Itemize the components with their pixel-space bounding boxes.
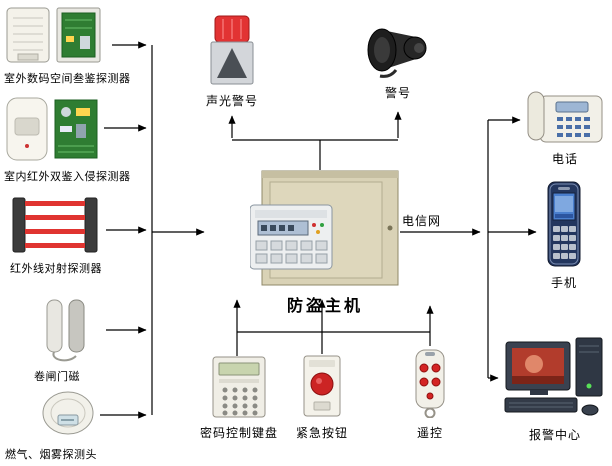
code-keypad-label: 密码控制键盘 xyxy=(199,426,279,440)
mobile-phone-image xyxy=(547,181,581,267)
alarm-host: 防盗主机 xyxy=(250,170,400,315)
horn-siren: 警号 xyxy=(366,22,430,100)
code-keypad: 密码控制键盘 xyxy=(200,356,277,440)
remote-control-label: 遥控 xyxy=(416,426,444,440)
alarm-host-image xyxy=(250,170,399,286)
alarm-center: 报警中心 xyxy=(504,336,606,442)
remote-control-image xyxy=(415,349,445,418)
outdoor-detector-image xyxy=(6,7,101,63)
panic-button: 紧急按钮 xyxy=(296,354,347,440)
alarm-center-image xyxy=(504,337,603,416)
door-magnet-image xyxy=(46,299,85,362)
beam-detector-label: 红外线对射探测器 xyxy=(10,263,102,275)
panic-button-image xyxy=(303,355,341,417)
door-magnet: 卷闸门磁 xyxy=(34,298,98,383)
indoor-detector: 室内红外双鉴入侵探测器 xyxy=(4,96,130,183)
strobe-siren: 声光警号 xyxy=(206,14,257,108)
alarm-host-title: 防盗主机 xyxy=(286,298,364,315)
beam-detector: 红外线对射探测器 xyxy=(10,196,102,275)
telecom-network-label: 电信网 xyxy=(402,214,442,228)
mobile-phone-label: 手机 xyxy=(550,276,578,290)
smoke-detector-label: 燃气、烟雾探测头 xyxy=(5,449,97,461)
panic-button-label: 紧急按钮 xyxy=(295,426,349,440)
horn-siren-image xyxy=(367,28,427,78)
door-magnet-label: 卷闸门磁 xyxy=(34,371,80,383)
indoor-detector-label: 室内红外双鉴入侵探测器 xyxy=(4,171,131,183)
indoor-detector-image xyxy=(6,97,98,161)
outdoor-detector-label: 室外数码空间叁鉴探测器 xyxy=(4,73,131,85)
smoke-detector-image xyxy=(42,391,94,435)
outdoor-detector: 室外数码空间叁鉴探测器 xyxy=(4,6,130,85)
telephone: 电话 xyxy=(526,88,604,166)
horn-siren-label: 警号 xyxy=(384,86,412,100)
code-keypad-image xyxy=(212,356,266,418)
mobile-phone: 手机 xyxy=(544,180,584,290)
alarm-center-label: 报警中心 xyxy=(528,428,582,442)
strobe-siren-label: 声光警号 xyxy=(205,94,259,108)
telephone-label: 电话 xyxy=(551,152,579,166)
telephone-image xyxy=(527,91,603,143)
remote-control: 遥控 xyxy=(408,346,452,440)
beam-detector-image xyxy=(12,197,98,253)
strobe-siren-image xyxy=(210,15,254,85)
smoke-detector: 燃气、烟雾探测头 xyxy=(5,390,97,461)
